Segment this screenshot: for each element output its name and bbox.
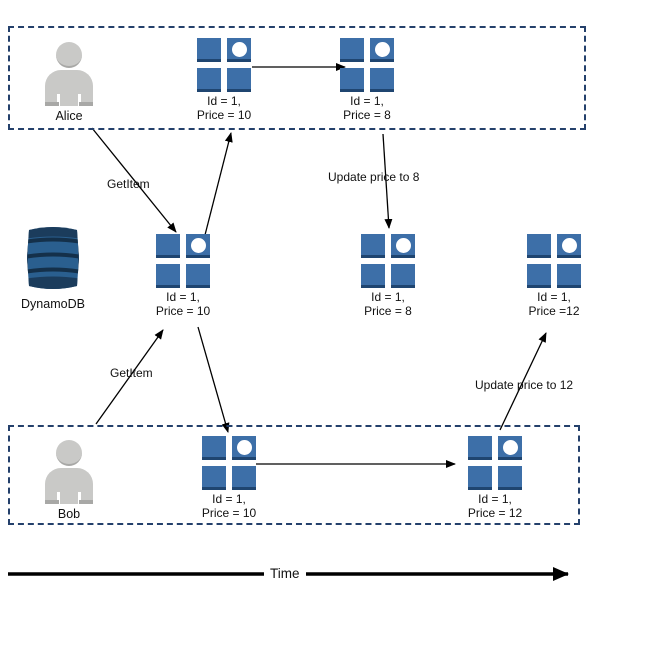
bob-update-label: Update price to 12 bbox=[475, 378, 574, 392]
person-icon bbox=[43, 440, 95, 504]
item-cell-bottom-right bbox=[557, 264, 581, 288]
person-foot-left bbox=[45, 500, 59, 504]
item-db-item-2: Id = 1, Price = 8 bbox=[346, 234, 430, 318]
item-label: Id = 1, Price = 10 bbox=[201, 492, 257, 520]
item-cell-bottom-left bbox=[468, 466, 492, 490]
item-label: Id = 1, Price = 12 bbox=[467, 492, 523, 520]
actor-label-alice: Alice bbox=[55, 109, 83, 123]
item-db-item-1: Id = 1, Price = 10 bbox=[141, 234, 225, 318]
person-foot-left bbox=[45, 102, 59, 106]
item-label: Id = 1, Price =12 bbox=[528, 290, 580, 318]
item-bob-item-1: Id = 1, Price = 10 bbox=[187, 436, 271, 520]
actor-alice: Alice bbox=[41, 42, 97, 123]
actor-bob: Bob bbox=[41, 440, 97, 521]
item-label: Id = 1, Price = 10 bbox=[196, 94, 252, 122]
item-grid bbox=[156, 234, 210, 288]
time-axis-label: Time bbox=[264, 566, 306, 581]
actor-label-bob: Bob bbox=[57, 507, 81, 521]
item-cell-top-left bbox=[197, 38, 221, 62]
item-db-item-3: Id = 1, Price =12 bbox=[512, 234, 596, 318]
item-grid bbox=[197, 38, 251, 92]
alice-getitem-label: GetItem bbox=[107, 177, 150, 191]
item-cell-bottom-left bbox=[197, 68, 221, 92]
item-cell-bottom-right bbox=[227, 68, 251, 92]
item-cell-top-left bbox=[361, 234, 385, 258]
item-circle-icon bbox=[562, 238, 577, 253]
person-body bbox=[45, 468, 93, 504]
item-grid bbox=[468, 436, 522, 490]
item-grid bbox=[202, 436, 256, 490]
item-label: Id = 1, Price = 8 bbox=[343, 94, 391, 122]
bob-lane bbox=[8, 425, 580, 525]
item-cell-bottom-left bbox=[202, 466, 226, 490]
datastore-dynamodb: DynamoDB bbox=[10, 224, 96, 311]
item-cell-top-left bbox=[156, 234, 180, 258]
item-grid bbox=[361, 234, 415, 288]
bob-getitem-label: GetItem bbox=[110, 366, 153, 380]
db-to-alice-item-arrow bbox=[204, 132, 233, 236]
item-alice-item-2: Id = 1, Price = 8 bbox=[325, 38, 409, 122]
item-cell-bottom-right bbox=[391, 264, 415, 288]
item-cell-bottom-left bbox=[340, 68, 364, 92]
item-circle-icon bbox=[396, 238, 411, 253]
item-circle-icon bbox=[375, 42, 390, 57]
dynamodb-icon bbox=[19, 224, 87, 292]
item-circle-icon bbox=[503, 440, 518, 455]
item-alice-item-1: Id = 1, Price = 10 bbox=[182, 38, 266, 122]
item-cell-bottom-left bbox=[156, 264, 180, 288]
item-cell-top-left bbox=[340, 38, 364, 62]
item-label: Id = 1, Price = 10 bbox=[155, 290, 211, 318]
person-head bbox=[56, 440, 82, 466]
person-icon bbox=[43, 42, 95, 106]
alice-update-label: Update price to 8 bbox=[328, 170, 420, 184]
item-label: Id = 1, Price = 8 bbox=[364, 290, 412, 318]
item-cell-top-left bbox=[527, 234, 551, 258]
person-body bbox=[45, 70, 93, 106]
db-to-bob-item-arrow bbox=[197, 326, 230, 433]
item-circle-icon bbox=[237, 440, 252, 455]
item-cell-bottom-right bbox=[186, 264, 210, 288]
item-cell-top-left bbox=[468, 436, 492, 460]
datastore-label: DynamoDB bbox=[21, 297, 85, 311]
item-grid bbox=[340, 38, 394, 92]
item-cell-bottom-left bbox=[527, 264, 551, 288]
person-foot-right bbox=[79, 102, 93, 106]
item-circle-icon bbox=[232, 42, 247, 57]
alice-lane bbox=[8, 26, 586, 130]
person-head bbox=[56, 42, 82, 68]
item-cell-top-left bbox=[202, 436, 226, 460]
item-cell-bottom-left bbox=[361, 264, 385, 288]
item-grid bbox=[527, 234, 581, 288]
item-bob-item-2: Id = 1, Price = 12 bbox=[453, 436, 537, 520]
item-cell-bottom-right bbox=[232, 466, 256, 490]
person-foot-right bbox=[79, 500, 93, 504]
item-cell-bottom-right bbox=[370, 68, 394, 92]
item-circle-icon bbox=[191, 238, 206, 253]
item-cell-bottom-right bbox=[498, 466, 522, 490]
